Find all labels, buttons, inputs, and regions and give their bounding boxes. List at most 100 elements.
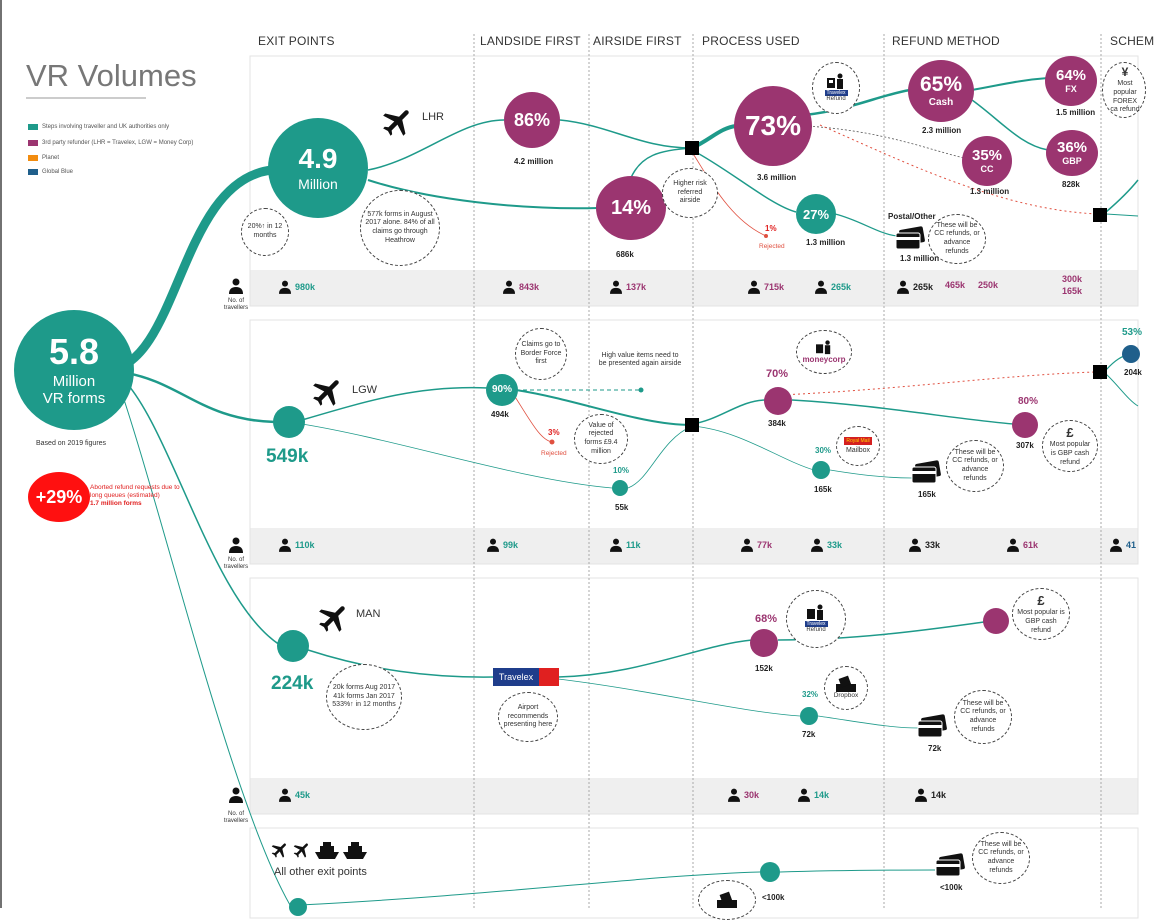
traveller-count: 99k [487,538,518,552]
traveller-count: 265k [815,280,851,294]
column-header-exit: EXIT POINTS [258,34,335,48]
lgw-rejected-pct: 3% [548,428,560,437]
dropbox-icon [835,675,856,692]
traveller-count: 33k [909,538,940,552]
lhr-refunder-icon: Travelex Refund [812,62,860,114]
traveller-count: 165k [1062,286,1083,296]
traveller-count: 41 [1110,538,1136,552]
travellers-band-lgw [250,528,1138,564]
travelex-logo: Travelex [493,668,559,686]
person-icon [610,538,622,552]
other-transport-icons [270,840,368,860]
lhr-cc-value: 1.3 million [970,187,1010,196]
plane-icon [313,380,339,406]
decision-node [685,141,699,155]
lhr-fx-value: 1.5 million [1056,108,1096,117]
credit-card-icon [895,226,925,250]
section-man [249,577,1139,815]
lgw-rejected-label: Rejected [541,450,567,457]
person-icon [1007,538,1019,552]
section-lgw [249,319,1139,565]
lgw-mailbox-pct: 30% [815,446,832,455]
lhr-postal-label: Postal/Other [888,212,936,221]
lgw-airside-bubble [612,480,628,496]
ship-icon [343,842,367,859]
lgw-gbp-bubble [1012,412,1038,438]
man-dropbox-bubble [800,707,818,725]
aborted-note: Aborted refund requests due to long queu… [90,484,180,508]
pound-icon: £ [1037,592,1045,608]
lgw-label: LGW [352,384,378,396]
column-header-scheme: SCHEM [1110,34,1154,48]
person-icon [279,280,291,294]
lgw-process-bubble [764,387,792,415]
lgw-right-value: 204k [1124,368,1142,377]
lgw-process-value: 384k [768,419,786,428]
lgw-rejected-note: Value of rejected forms £9.4 million [574,414,628,464]
pound-icon: £ [1066,424,1074,440]
column-header-airside: AIRSIDE FIRST [593,34,682,48]
person-icon [1110,538,1122,552]
traveller-count: 715k [748,280,784,294]
other-label: All other exit points [274,866,367,878]
lgw-card-value: 165k [918,490,936,499]
man-refunder-icon: Travelex Refund [786,590,846,648]
lhr-gbp-value: 828k [1062,180,1080,189]
legend-item-refunder: 3rd party refunder (LHR = Travelex, LGW … [28,140,193,146]
lgw-right-pct: 53% [1122,327,1143,338]
lhr-cc-bubble: 35%CC [962,136,1012,186]
lhr-cc-note: These will be CC refunds, or advance ref… [928,214,986,264]
lhr-august-note: 577k forms in August 2017 alone. 84% of … [360,190,440,266]
lhr-airside-note: Higher risk referred airside [662,168,718,218]
decision-node [1093,365,1107,379]
traveller-count: 250k [978,280,999,290]
legend-item-traveller: Steps involving traveller and UK authori… [28,124,169,130]
traveller-count: 265k [897,280,933,294]
person-icon [909,538,921,552]
other-process-bubble [760,862,780,882]
lgw-border-note: Claims go to Border Force first [515,328,567,380]
person-icon [815,280,827,294]
person-icon [503,280,515,294]
traveller-count: 465k [945,280,966,290]
man-process-pct: 68% [755,613,778,625]
man-airport-note: Airport recommends presenting here [498,692,558,742]
lhr-exit-bubble: 4.9 Million [268,118,368,218]
yen-icon: ¥ [1121,65,1129,79]
lgw-refunder-icon: moneycorp [796,330,852,374]
credit-card-icon [935,853,965,877]
lgw-mailbox-value: 165k [814,485,832,494]
lhr-rejected-label: Rejected [759,243,785,250]
column-header-refund: REFUND METHOD [892,34,1000,48]
travellers-band-man [250,778,1138,814]
lgw-process-pct: 70% [766,368,789,380]
plane-icon [319,606,345,632]
traveller-count: 77k [741,538,772,552]
lgw-landside-bubble: 90% [486,374,518,406]
person-icon [798,788,810,802]
total-note: Based on 2019 figures [36,440,107,447]
person-icon [229,278,243,294]
man-gbp-note: £Most popular is GBP cash refund [1012,588,1070,640]
person-icon [279,538,291,552]
lhr-postal-bubble: 27% [796,194,836,234]
decision-node [685,418,699,432]
other-card-value: <100k [940,883,963,892]
lhr-landside-bubble: 86% [504,92,560,148]
lgw-gbp-pct: 80% [1018,396,1039,407]
person-icon [748,280,760,294]
lgw-landside-value: 494k [491,410,509,419]
lhr-forex-note: ¥Most popular FOREX ca refund [1102,62,1146,118]
man-process-bubble [750,629,778,657]
lhr-gbp-bubble: 36%GBP [1046,130,1098,176]
lgw-exit-value: 549k [266,446,309,467]
lhr-card-value: 1.3 million [900,254,940,263]
man-exit-value: 224k [271,673,314,694]
lhr-rejected-pct: 1% [765,224,777,233]
other-cc-note: These will be CC refunds, or advance ref… [972,832,1030,884]
traveller-count: 30k [728,788,759,802]
traveller-count: 14k [798,788,829,802]
man-card-value: 72k [928,744,942,753]
lgw-airside-pct: 10% [613,466,630,475]
